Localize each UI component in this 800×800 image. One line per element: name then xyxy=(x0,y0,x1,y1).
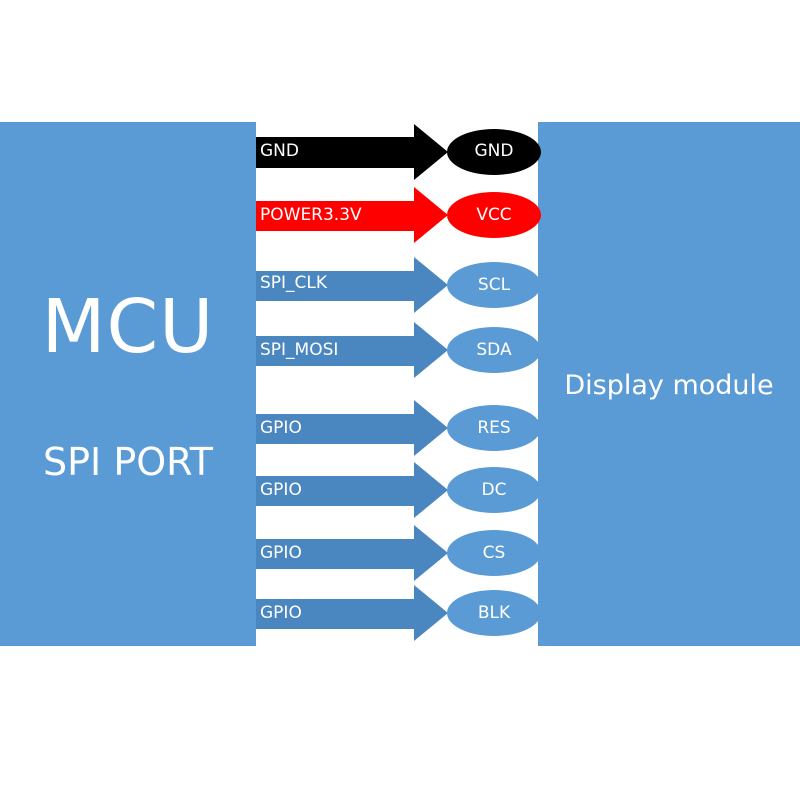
pin-label: VCC xyxy=(476,205,512,225)
pin-label: BLK xyxy=(477,603,511,623)
display-module-block: Display module xyxy=(538,122,800,646)
signal-label: SPI_CLK xyxy=(260,273,328,293)
connection-gnd: GND GND xyxy=(256,122,541,182)
arrow-icon xyxy=(256,187,541,243)
signal-label: GPIO xyxy=(260,480,302,500)
arrow-icon xyxy=(256,585,541,641)
arrow-icon xyxy=(256,400,541,456)
connection-sda: SPI_MOSI SDA xyxy=(256,320,541,380)
signal-label: SPI_MOSI xyxy=(260,340,339,360)
arrow-icon xyxy=(256,462,541,518)
connection-cs: GPIO CS xyxy=(256,523,541,583)
signal-label: GND xyxy=(260,141,299,161)
arrow-icon xyxy=(256,124,541,180)
connection-dc: GPIO DC xyxy=(256,460,541,520)
pin-label: DC xyxy=(481,480,507,500)
connection-scl: SPI_CLK SCL xyxy=(256,255,541,315)
pin-label: RES xyxy=(477,418,511,438)
mcu-title: MCU xyxy=(41,284,215,370)
display-module-title: Display module xyxy=(564,370,774,401)
arrow-icon xyxy=(256,257,541,313)
mcu-subtitle: SPI PORT xyxy=(43,440,213,484)
arrow-icon xyxy=(256,525,541,581)
signal-label: GPIO xyxy=(260,543,302,563)
pin-label: CS xyxy=(482,543,506,563)
connection-res: GPIO RES xyxy=(256,398,541,458)
arrow-icon xyxy=(256,322,541,378)
pin-label: SDA xyxy=(476,340,512,360)
connection-blk: GPIO BLK xyxy=(256,583,541,643)
signal-label: GPIO xyxy=(260,418,302,438)
signal-label: GPIO xyxy=(260,603,302,623)
pin-label: SCL xyxy=(477,275,511,295)
signal-label: POWER3.3V xyxy=(260,205,362,225)
mcu-block: MCU SPI PORT xyxy=(0,122,256,646)
pin-label: GND xyxy=(474,141,514,161)
connection-vcc: POWER3.3V VCC xyxy=(256,185,541,245)
